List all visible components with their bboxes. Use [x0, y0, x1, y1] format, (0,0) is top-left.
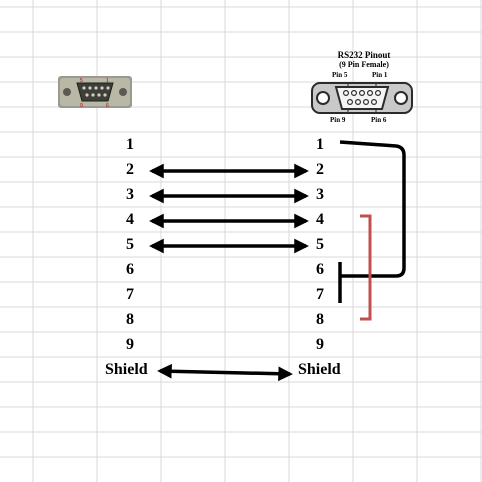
- svg-text:9: 9: [80, 103, 83, 108]
- pin5-label: Pin 5: [332, 71, 348, 79]
- red-bracket-4-8: [360, 214, 372, 321]
- right-pin-4: 4: [316, 211, 324, 228]
- left-pin-5: 5: [126, 236, 134, 253]
- left-pin-shield: Shield: [105, 361, 148, 378]
- pin6-label: Pin 6: [371, 116, 387, 124]
- left-pin-4: 4: [126, 211, 134, 228]
- left-pin-7: 7: [126, 286, 134, 303]
- right-pin-8: 8: [316, 311, 324, 328]
- left-pin-3: 3: [126, 186, 134, 203]
- right-pin-7: 7: [316, 286, 324, 303]
- svg-text:1: 1: [106, 78, 109, 84]
- right-pin-5: 5: [316, 236, 324, 253]
- right-pin-9: 9: [316, 336, 324, 353]
- left-pin-2: 2: [126, 161, 134, 178]
- arrow-shield: [157, 363, 293, 382]
- left-pin-1: 1: [126, 136, 134, 153]
- pinout-subtitle: (9 Pin Female): [339, 60, 389, 69]
- db9-connector-photo: 5 1 9 6: [58, 76, 132, 108]
- svg-text:6: 6: [106, 103, 109, 108]
- left-pin-6: 6: [126, 261, 134, 278]
- right-pin-2: 2: [316, 161, 324, 178]
- loopback-bracket-1-6-7: [339, 140, 406, 278]
- left-pin-8: 8: [126, 311, 134, 328]
- pin9-label: Pin 9: [330, 116, 346, 124]
- left-pin-9: 9: [126, 336, 134, 353]
- right-pin-shield: Shield: [298, 361, 341, 378]
- svg-text:5: 5: [80, 78, 83, 84]
- right-pin-3: 3: [316, 186, 324, 203]
- pinout-title: RS232 Pinout: [337, 50, 391, 60]
- right-pin-1: 1: [316, 136, 324, 153]
- pin1-label: Pin 1: [372, 71, 388, 79]
- db9-female-drawing: [311, 82, 413, 114]
- right-pin-6: 6: [316, 261, 324, 278]
